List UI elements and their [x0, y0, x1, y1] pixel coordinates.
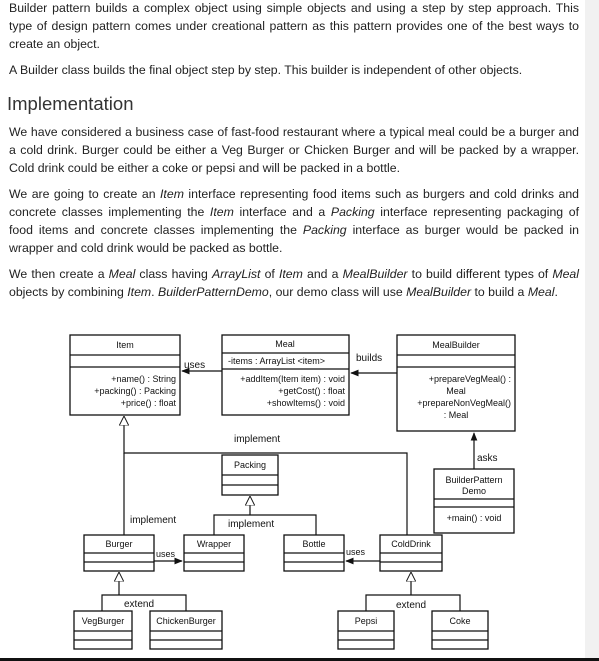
item-method-packing: +packing() : Packing	[94, 386, 176, 396]
meal-method-showitems: +showItems() : void	[267, 398, 345, 408]
extend-burger-line	[101, 594, 187, 611]
demo-class-name-2: Demo	[462, 486, 486, 496]
implement-item-top-line	[124, 417, 408, 535]
implementation-heading: Implementation	[7, 93, 134, 114]
intro-paragraph-2: A Builder class builds the final object …	[9, 63, 523, 77]
item-class-name: Item	[116, 340, 134, 350]
meal-class-box	[221, 334, 350, 416]
uses-label-colddrink-bottle: uses	[346, 547, 366, 557]
chickenburger-class-name: ChickenBurger	[156, 616, 216, 626]
burger-class-name: Burger	[105, 539, 132, 549]
meal-method-additem: +addItem(Item item) : void	[240, 374, 345, 384]
implementation-paragraph-3: We then create a Meal class having Array…	[9, 267, 579, 299]
coke-class-name: Coke	[449, 616, 470, 626]
vegburger-class-box	[73, 610, 133, 650]
builds-label: builds	[356, 353, 382, 364]
article: Builder pattern builds a complex object …	[7, 0, 580, 309]
implementation-paragraph-1: We have considered a business case of fa…	[9, 125, 579, 175]
item-method-price: +price() : float	[121, 398, 177, 408]
packing-class-name: Packing	[234, 460, 266, 470]
mealbuilder-class-box	[396, 334, 516, 432]
uml-diagram-svg: Item +name() : String +packing() : Packi…	[69, 334, 516, 650]
implement-packing-line	[213, 514, 317, 535]
implement-label-item: implement	[234, 434, 280, 445]
asks-label: asks	[477, 453, 498, 464]
bottle-class-name: Bottle	[302, 539, 325, 549]
uses-label-meal-item: uses	[184, 360, 205, 371]
extend-label-burger: extend	[124, 599, 154, 610]
scrollbar-track[interactable]	[585, 0, 599, 661]
mealbuilder-method-veg-return: Meal	[446, 386, 466, 396]
meal-class-name: Meal	[275, 339, 295, 349]
demo-method-main: +main() : void	[447, 513, 502, 523]
uml-class-diagram: Item +name() : String +packing() : Packi…	[62, 323, 532, 656]
wrapper-class-name: Wrapper	[197, 539, 231, 549]
implement-label-packing: implement	[228, 519, 274, 530]
item-class-box	[69, 334, 181, 416]
pepsi-class-name: Pepsi	[355, 616, 378, 626]
mealbuilder-method-veg: +prepareVegMeal() :	[429, 374, 511, 384]
intro-paragraph-1: Builder pattern builds a complex object …	[9, 1, 579, 51]
bottom-border	[0, 658, 599, 661]
item-method-name: +name() : String	[111, 374, 176, 384]
extend-label-colddrink: extend	[396, 600, 426, 611]
implement-label-left: implement	[130, 515, 176, 526]
mealbuilder-method-nonveg: +prepareNonVegMeal()	[417, 398, 511, 408]
vegburger-class-name: VegBurger	[82, 616, 125, 626]
colddrink-class-name: ColdDrink	[391, 539, 431, 549]
meal-method-getcost: +getCost() : float	[278, 386, 345, 396]
demo-class-name-1: BuilderPattern	[445, 475, 502, 485]
implementation-paragraph-2: We are going to create an Item interface…	[9, 187, 580, 255]
mealbuilder-method-nonveg-return: : Meal	[444, 410, 469, 420]
extend-colddrink-line	[365, 594, 461, 611]
mealbuilder-class-name: MealBuilder	[432, 340, 480, 350]
meal-field-items: -items : ArrayList <item>	[228, 356, 325, 366]
uses-label-burger-wrapper: uses	[156, 549, 176, 559]
